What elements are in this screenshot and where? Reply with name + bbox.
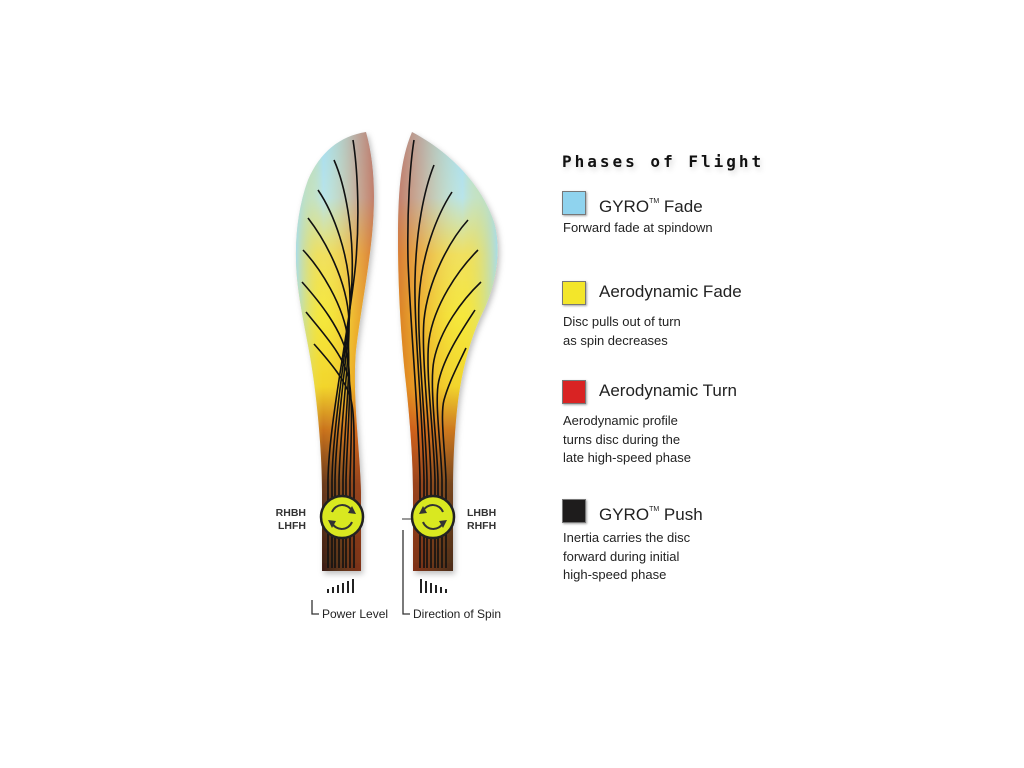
flight-line: [414, 164, 435, 568]
legend-item-description: Forward fade at spindown: [563, 220, 713, 235]
legend-item-description: Inertia carries the disc forward during …: [563, 530, 691, 582]
right-throw-label-1: LHBH: [467, 507, 496, 519]
legend-item-description: Disc pulls out of turn as spin decreases: [563, 314, 681, 348]
flight-line: [436, 309, 476, 568]
gyro-push-swatch: [562, 499, 586, 523]
flight-line: [317, 189, 351, 568]
legend-title: Phases of Flight: [562, 152, 765, 171]
spin-direction-bars: [420, 579, 447, 593]
right-throw-label-2: RHFH: [467, 520, 496, 532]
aerodynamic-fade-swatch: [562, 281, 586, 305]
flight-line: [417, 191, 453, 568]
flight-line: [427, 249, 479, 568]
flight-line: [327, 139, 359, 568]
left-spin-icon: [319, 494, 365, 540]
left-flight-lines: [301, 139, 359, 568]
legend-item-name: Aerodynamic Turn: [599, 381, 737, 400]
gyro-fade-swatch: [562, 191, 586, 215]
flight-line: [301, 281, 351, 568]
flight-line: [431, 281, 482, 568]
direction-of-spin-bracket: [402, 530, 410, 615]
flight-line: [407, 139, 421, 568]
power-level-bracket: [311, 600, 319, 615]
flight-line: [305, 311, 353, 568]
flight-line: [302, 249, 350, 568]
right-flight-lines: [407, 139, 482, 568]
power-level-bars: [327, 579, 354, 593]
legend-item-name: Aerodynamic Fade: [599, 282, 742, 301]
flight-line: [441, 347, 467, 568]
right-spin-icon: [410, 494, 456, 540]
right-flight-path: [398, 132, 498, 571]
aerodynamic-turn-swatch: [562, 380, 586, 404]
power-level-label: Power Level: [322, 607, 388, 621]
legend-item-name: GYROTM Fade: [599, 197, 703, 216]
flight-line: [313, 343, 355, 568]
left-throw-label-2: LHFH: [278, 520, 306, 532]
left-throw-label-1: RHBH: [276, 507, 306, 519]
legend-item-description: Aerodynamic profile turns disc during th…: [563, 413, 691, 465]
left-flight-path: [295, 132, 374, 571]
flight-line: [422, 219, 469, 568]
legend-item-name: GYROTM Push: [599, 505, 703, 524]
flight-line: [307, 217, 350, 568]
direction-of-spin-label: Direction of Spin: [413, 607, 501, 621]
flight-line: [331, 159, 354, 568]
